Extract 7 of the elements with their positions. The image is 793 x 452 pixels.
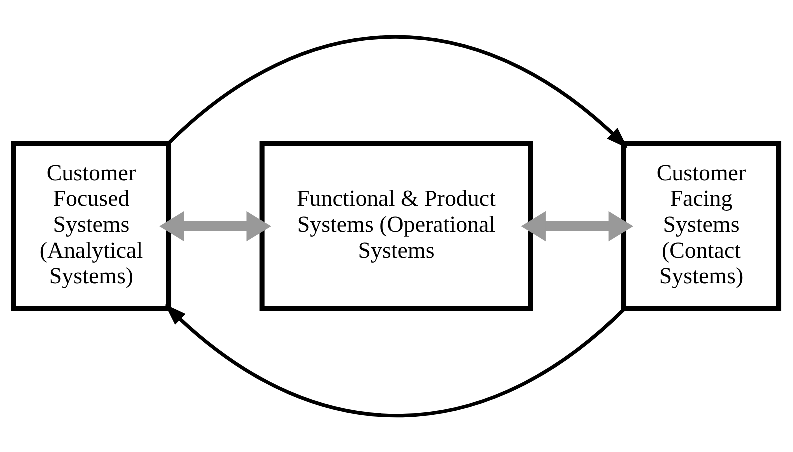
arrow: [165, 304, 627, 418]
arrow: [521, 210, 634, 242]
node-box: Customer Focused Systems (Analytical Systems): [11, 140, 172, 312]
node-box: Functional & Product Systems (Operational Systems: [260, 140, 534, 312]
node-box: Customer Facing Systems (Contact Systems): [621, 140, 782, 312]
arrow: [160, 210, 272, 242]
arrow: [166, 34, 628, 148]
